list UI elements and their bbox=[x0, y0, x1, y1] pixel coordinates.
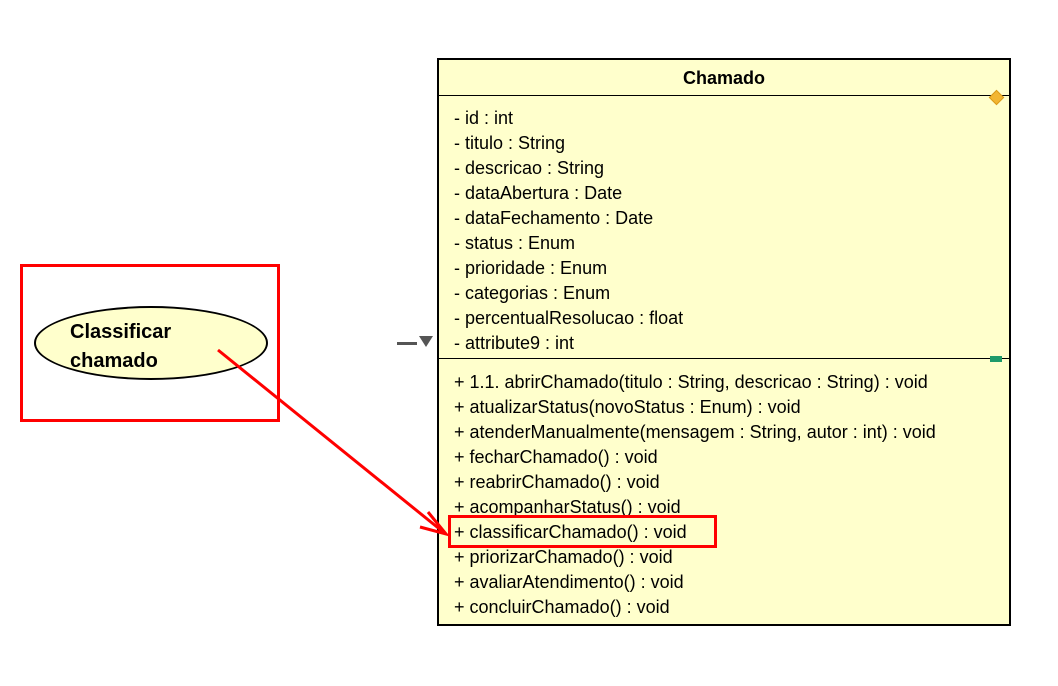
dependency-arrow-icon bbox=[419, 336, 433, 347]
attribute-row[interactable]: - status : Enum bbox=[454, 233, 576, 253]
attribute-row[interactable]: - categorias : Enum bbox=[454, 283, 611, 303]
attribute-row[interactable]: - titulo : String bbox=[454, 133, 566, 153]
operation-highlight-frame bbox=[448, 515, 717, 548]
usecase-classificar-chamado[interactable] bbox=[34, 306, 268, 380]
uml-class-chamado[interactable]: Chamado - id : int - titulo : String - d… bbox=[437, 58, 1011, 626]
class-name: Chamado bbox=[682, 68, 765, 88]
attribute-row[interactable]: - prioridade : Enum bbox=[454, 258, 608, 278]
operation-row[interactable]: + reabrirChamado() : void bbox=[454, 472, 660, 492]
operation-row[interactable]: + 1.1. abrirChamado(titulo : String, des… bbox=[454, 372, 928, 392]
class-divider-attributes bbox=[439, 358, 1009, 359]
attribute-row[interactable]: - dataAbertura : Date bbox=[454, 183, 623, 203]
operations-section: + 1.1. abrirChamado(titulo : String, des… bbox=[454, 370, 936, 620]
attributes-section: - id : int - titulo : String - descricao… bbox=[454, 106, 683, 356]
attribute-row[interactable]: - percentualResolucao : float bbox=[454, 308, 684, 328]
usecase-label-line2: chamado bbox=[70, 350, 158, 372]
operation-row[interactable]: + concluirChamado() : void bbox=[454, 597, 670, 617]
attribute-row[interactable]: - id : int bbox=[454, 108, 514, 128]
arrowhead-icon bbox=[419, 511, 451, 537]
attribute-row[interactable]: - attribute9 : int bbox=[454, 333, 575, 353]
green-marker-icon bbox=[990, 356, 1002, 362]
usecase-label: Classificar chamado bbox=[70, 318, 220, 376]
operation-row[interactable]: + atualizarStatus(novoStatus : Enum) : v… bbox=[454, 397, 801, 417]
operation-row[interactable]: + avaliarAtendimento() : void bbox=[454, 572, 684, 592]
attribute-row[interactable]: - dataFechamento : Date bbox=[454, 208, 654, 228]
attribute-row[interactable]: - descricao : String bbox=[454, 158, 605, 178]
usecase-label-line1: Classificar bbox=[70, 321, 172, 343]
usecase-highlight-frame bbox=[20, 264, 280, 422]
operation-row[interactable]: + fecharChamado() : void bbox=[454, 447, 658, 467]
class-divider-name bbox=[439, 95, 1009, 96]
operation-row-classificar[interactable]: + classificarChamado() : void bbox=[454, 522, 687, 542]
connector-dash bbox=[397, 342, 417, 345]
operation-row[interactable]: + acompanharStatus() : void bbox=[454, 497, 681, 517]
operation-row[interactable]: + priorizarChamado() : void bbox=[454, 547, 673, 567]
operation-row[interactable]: + atenderManualmente(mensagem : String, … bbox=[454, 422, 936, 442]
